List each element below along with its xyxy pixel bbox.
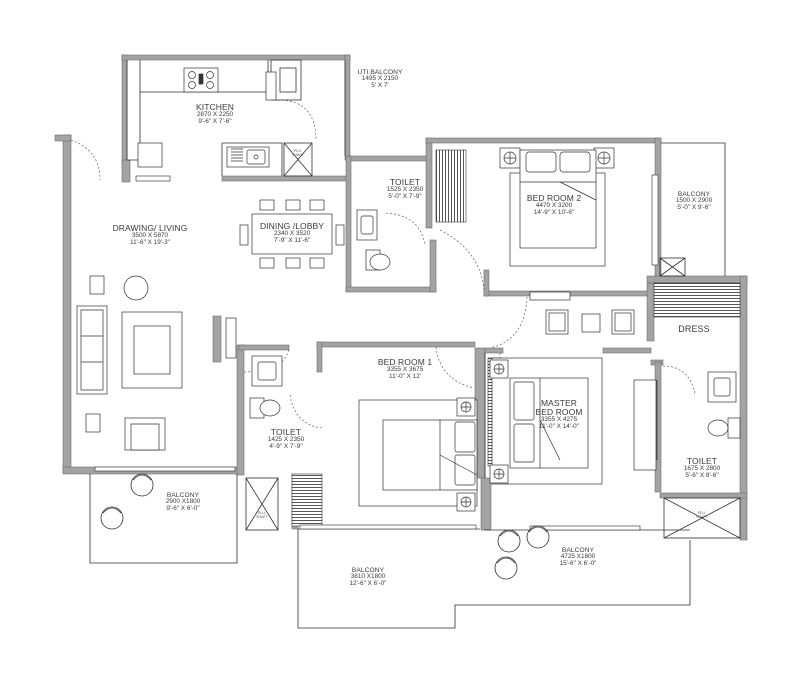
balcony-middle-dim-ft: 12'-6" X 6'-0"	[349, 580, 387, 588]
util-balcony-name: UTI.BALCONY	[357, 69, 403, 76]
balcony-left-name: BALCONY	[166, 492, 200, 499]
dining-lobby-dim-ft: 7'-9" X 11'-6"	[273, 237, 311, 245]
shaft-tag-kitchen-b: SHAFT	[292, 152, 304, 157]
kitchen-name: KITCHEN	[195, 102, 235, 112]
master-name: MASTER	[540, 398, 578, 408]
armchair-icon	[123, 275, 149, 301]
drawing-living-name: DRAWING/ LIVING	[112, 223, 188, 233]
drawing-living-dim-ft: 11'-6" X 19'-3"	[130, 239, 170, 247]
master-dim-mm: 3355 X 4275	[540, 416, 578, 424]
shaft-tag-kitchen: PLU. SHAFT	[286, 149, 310, 158]
toilet3-label: TOILET 1675 X 2800 5'-6" X 8'-6"	[683, 456, 721, 480]
toilet2-label: TOILET 1425 X 2350 4'-9" X 7'-9"	[267, 427, 305, 451]
balcony-master-label: BALCONY 4725 X1800 15'-6" X 6'-0"	[560, 547, 597, 568]
shaft-tag-toilet3: PLU. SHAFT	[690, 511, 714, 520]
master-bed-room-label: MASTER BED ROOM 3355 X 4275 11'-0" X 14'…	[535, 398, 583, 431]
kitchen-dim-mm: 2870 X 2250	[196, 111, 234, 119]
toilet1-dim-mm: 1525 X 2350	[386, 186, 424, 194]
kitchen-label: KITCHEN 2870 X 2250 9'-6" X 7'-6"	[195, 102, 235, 126]
drawing-living-label: DRAWING/ LIVING 3500 X 5870 11'-6" X 19'…	[112, 223, 188, 247]
balcony-master-dim-mm: 4725 X1800	[560, 553, 596, 561]
shaft-tag-toilet2-a: PLU.	[258, 511, 266, 515]
walls	[54, 54, 748, 541]
balcony-right-name: BALCONY	[677, 191, 711, 198]
toilet2-dim-ft: 4'-9" X 7'-9"	[269, 443, 303, 451]
shaft-tag-toilet3-b: SHAFT	[696, 514, 708, 519]
bed-room-2-label: BED ROOM 2 4470 X 3200 14'-9" X 10'-6"	[526, 193, 582, 217]
bed-room-2-furniture	[499, 147, 615, 301]
dining-lobby-name: DINING /LOBBY	[259, 221, 325, 231]
toilet1-name: TOILET	[389, 177, 421, 187]
toilet2-name: TOILET	[270, 427, 302, 437]
balcony-middle-name: BALCONY	[351, 567, 385, 574]
wall-outlines	[89, 59, 741, 629]
balcony-right-label: BALCONY 1500 X 2900 5'-0" X 9'-6"	[676, 191, 712, 212]
door-swings	[70, 99, 696, 429]
master-dim-ft: 11'-0" X 14'-0"	[539, 423, 579, 431]
shaft-tag-toilet2: PLU. SHAFT	[250, 511, 274, 520]
master-name-2: BED ROOM	[535, 407, 583, 418]
toilet3-dim-mm: 1675 X 2800	[683, 465, 721, 473]
balcony-master-dim-ft: 15'-6" X 6'-0"	[559, 560, 597, 568]
util-balcony-dim-ft: 5' X 7'	[371, 82, 389, 90]
balcony-middle-label: BALCONY 3810 X1800 12'-6" X 6'-0"	[350, 567, 387, 588]
kitchen-fixtures	[137, 67, 277, 168]
toilet2-fixtures	[249, 355, 283, 419]
balcony-middle-dim-mm: 3810 X1800	[350, 573, 386, 581]
toilet2-dim-mm: 1425 X 2350	[267, 436, 305, 444]
bed-room-1-dim-ft: 11'-0" X 12'	[389, 373, 421, 381]
kitchen-dim-ft: 9'-6" X 7'-6"	[198, 118, 232, 126]
balcony-left-dim-mm: 2900 X1800	[165, 498, 201, 506]
util-balcony-label: UTI.BALCONY 1495 X 2150 5' X 7'	[357, 69, 402, 90]
balcony-master-name: BALCONY	[561, 547, 595, 554]
toilet3-name: TOILET	[686, 456, 718, 466]
living-furniture	[76, 275, 237, 451]
dress-name: DRESS	[678, 324, 710, 334]
shaft-tag-toilet3-a: PLU.	[698, 511, 706, 515]
drawing-living-dim-mm: 3500 X 5870	[131, 232, 169, 240]
toilet1-dim-ft: 5'-0" X 7'-9"	[388, 193, 422, 201]
dining-lobby-label: DINING /LOBBY 2340 X 3520 7'-9" X 11'-6"	[259, 221, 325, 245]
toilet3-fixtures	[633, 371, 741, 471]
balcony-left-dim-ft: 9'-6" X 6'-0"	[166, 505, 200, 513]
bed-room-2-name: BED ROOM 2	[526, 193, 582, 203]
dining-lobby-dim-mm: 2340 X 3520	[273, 230, 311, 238]
bed-room-2-dim-ft: 14'-9" X 10'-6"	[533, 209, 575, 217]
passage-chairs	[545, 309, 635, 335]
bed-room-1-furniture	[358, 397, 478, 512]
balcony-right-dim-ft: 5'-0" X 9'-6"	[677, 204, 711, 212]
fridge-icon	[137, 142, 163, 168]
dress-label: DRESS	[678, 324, 710, 335]
bed-room-1-name: BED ROOM 1	[377, 357, 433, 367]
balcony-right-dim-mm: 1500 X 2900	[675, 197, 713, 205]
bed-room-1-dim-mm: 3355 X 3675	[386, 366, 424, 374]
toilet1-label: TOILET 1525 X 2350 5'-0" X 7'-9"	[386, 177, 424, 201]
toilet1-fixtures	[356, 209, 391, 271]
util-balcony-dim-mm: 1495 X 2150	[361, 75, 399, 83]
master-bed-room-furniture	[489, 357, 603, 485]
bed-room-1-label: BED ROOM 1 3355 X 3675 11'-0" X 12'	[377, 357, 433, 381]
balcony-left-label: BALCONY 2900 X1800 9'-6" X 6'-0"	[166, 492, 200, 513]
balcony-chairs	[100, 473, 550, 580]
bed-room-2-dim-mm: 4470 X 3200	[535, 202, 573, 210]
dining-table	[239, 199, 345, 269]
shaft-tag-toilet2-b: SHAFT	[256, 514, 268, 519]
toilet3-dim-ft: 5'-6" X 8'-6"	[685, 472, 719, 480]
shaft-tag-kitchen-a: PLU.	[294, 149, 302, 153]
windows	[94, 174, 659, 531]
